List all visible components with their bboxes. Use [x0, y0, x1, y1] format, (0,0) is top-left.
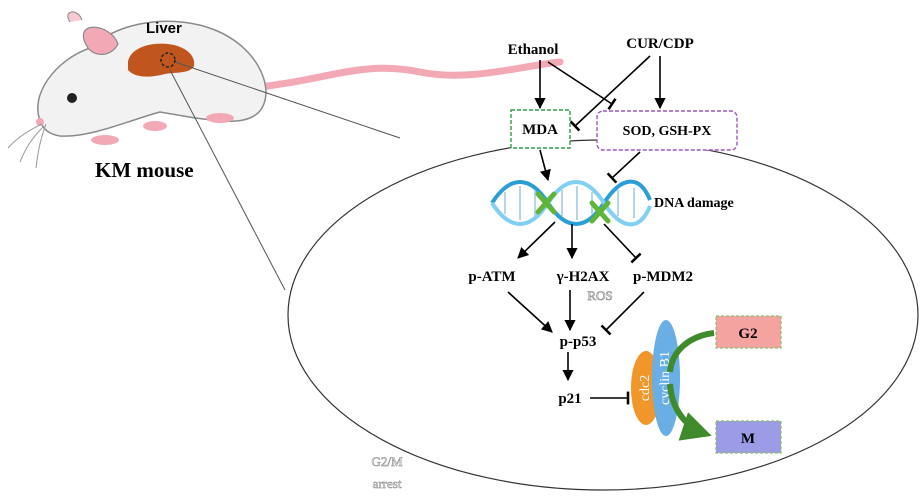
edge-patm-pp53 — [507, 291, 553, 333]
zoom-line-upper — [174, 61, 401, 139]
mda-box — [510, 109, 571, 149]
ethanol-label: Ethanol — [508, 42, 559, 58]
liver-label: Liver — [146, 20, 182, 37]
sod-box — [596, 110, 738, 151]
dna-helix-icon — [490, 179, 652, 227]
p-mdm2-label: p-MDM2 — [633, 269, 693, 285]
mda-label: MDA — [522, 122, 558, 138]
edge-ethanol-sod — [547, 61, 617, 111]
edge-dna-pmdm2 — [603, 223, 642, 264]
g2-box — [715, 315, 782, 349]
g2m-arrest-line1: G2/M — [371, 454, 403, 469]
edge-cur-mda — [569, 55, 651, 132]
g2-m-arc-lower — [667, 383, 712, 441]
ros-label: ROS — [587, 288, 612, 303]
dna-damage-cross-icon — [535, 191, 611, 224]
mouse-tail — [246, 58, 564, 92]
liver-focus-circle — [160, 52, 176, 68]
cur-cdp-label: CUR/CDP — [626, 36, 694, 52]
mouse-whiskers — [7, 123, 47, 169]
cdc2-label: cdc2 — [638, 375, 653, 401]
edge-sod-dna — [606, 151, 641, 184]
g2-label: G2 — [738, 326, 757, 342]
g2m-arrest-line2: arrest — [373, 476, 402, 491]
g2-m-arc-upper — [667, 330, 715, 373]
edge-mda-dna — [539, 149, 551, 182]
mouse-ear — [82, 26, 119, 55]
p-atm-label: p-ATM — [468, 269, 515, 285]
p21-label: p21 — [558, 391, 581, 407]
m-box — [715, 420, 782, 454]
mouse-label: KM mouse — [95, 158, 194, 182]
h2ax-label: γ-H2AX — [556, 269, 610, 285]
mouse-eye — [67, 93, 77, 103]
mouse-illustration — [7, 11, 564, 169]
edge-dna-patm — [517, 221, 556, 259]
m-label: M — [741, 431, 755, 447]
p-p53-label: p-p53 — [560, 334, 597, 350]
zoom-line-lower — [169, 69, 286, 291]
dna-damage-label: DNA damage — [654, 196, 734, 211]
cell-ellipse — [287, 139, 919, 491]
sod-gsh-label: SOD, GSH-PX — [623, 124, 712, 139]
edge-pmdm2-pp53 — [600, 291, 645, 336]
